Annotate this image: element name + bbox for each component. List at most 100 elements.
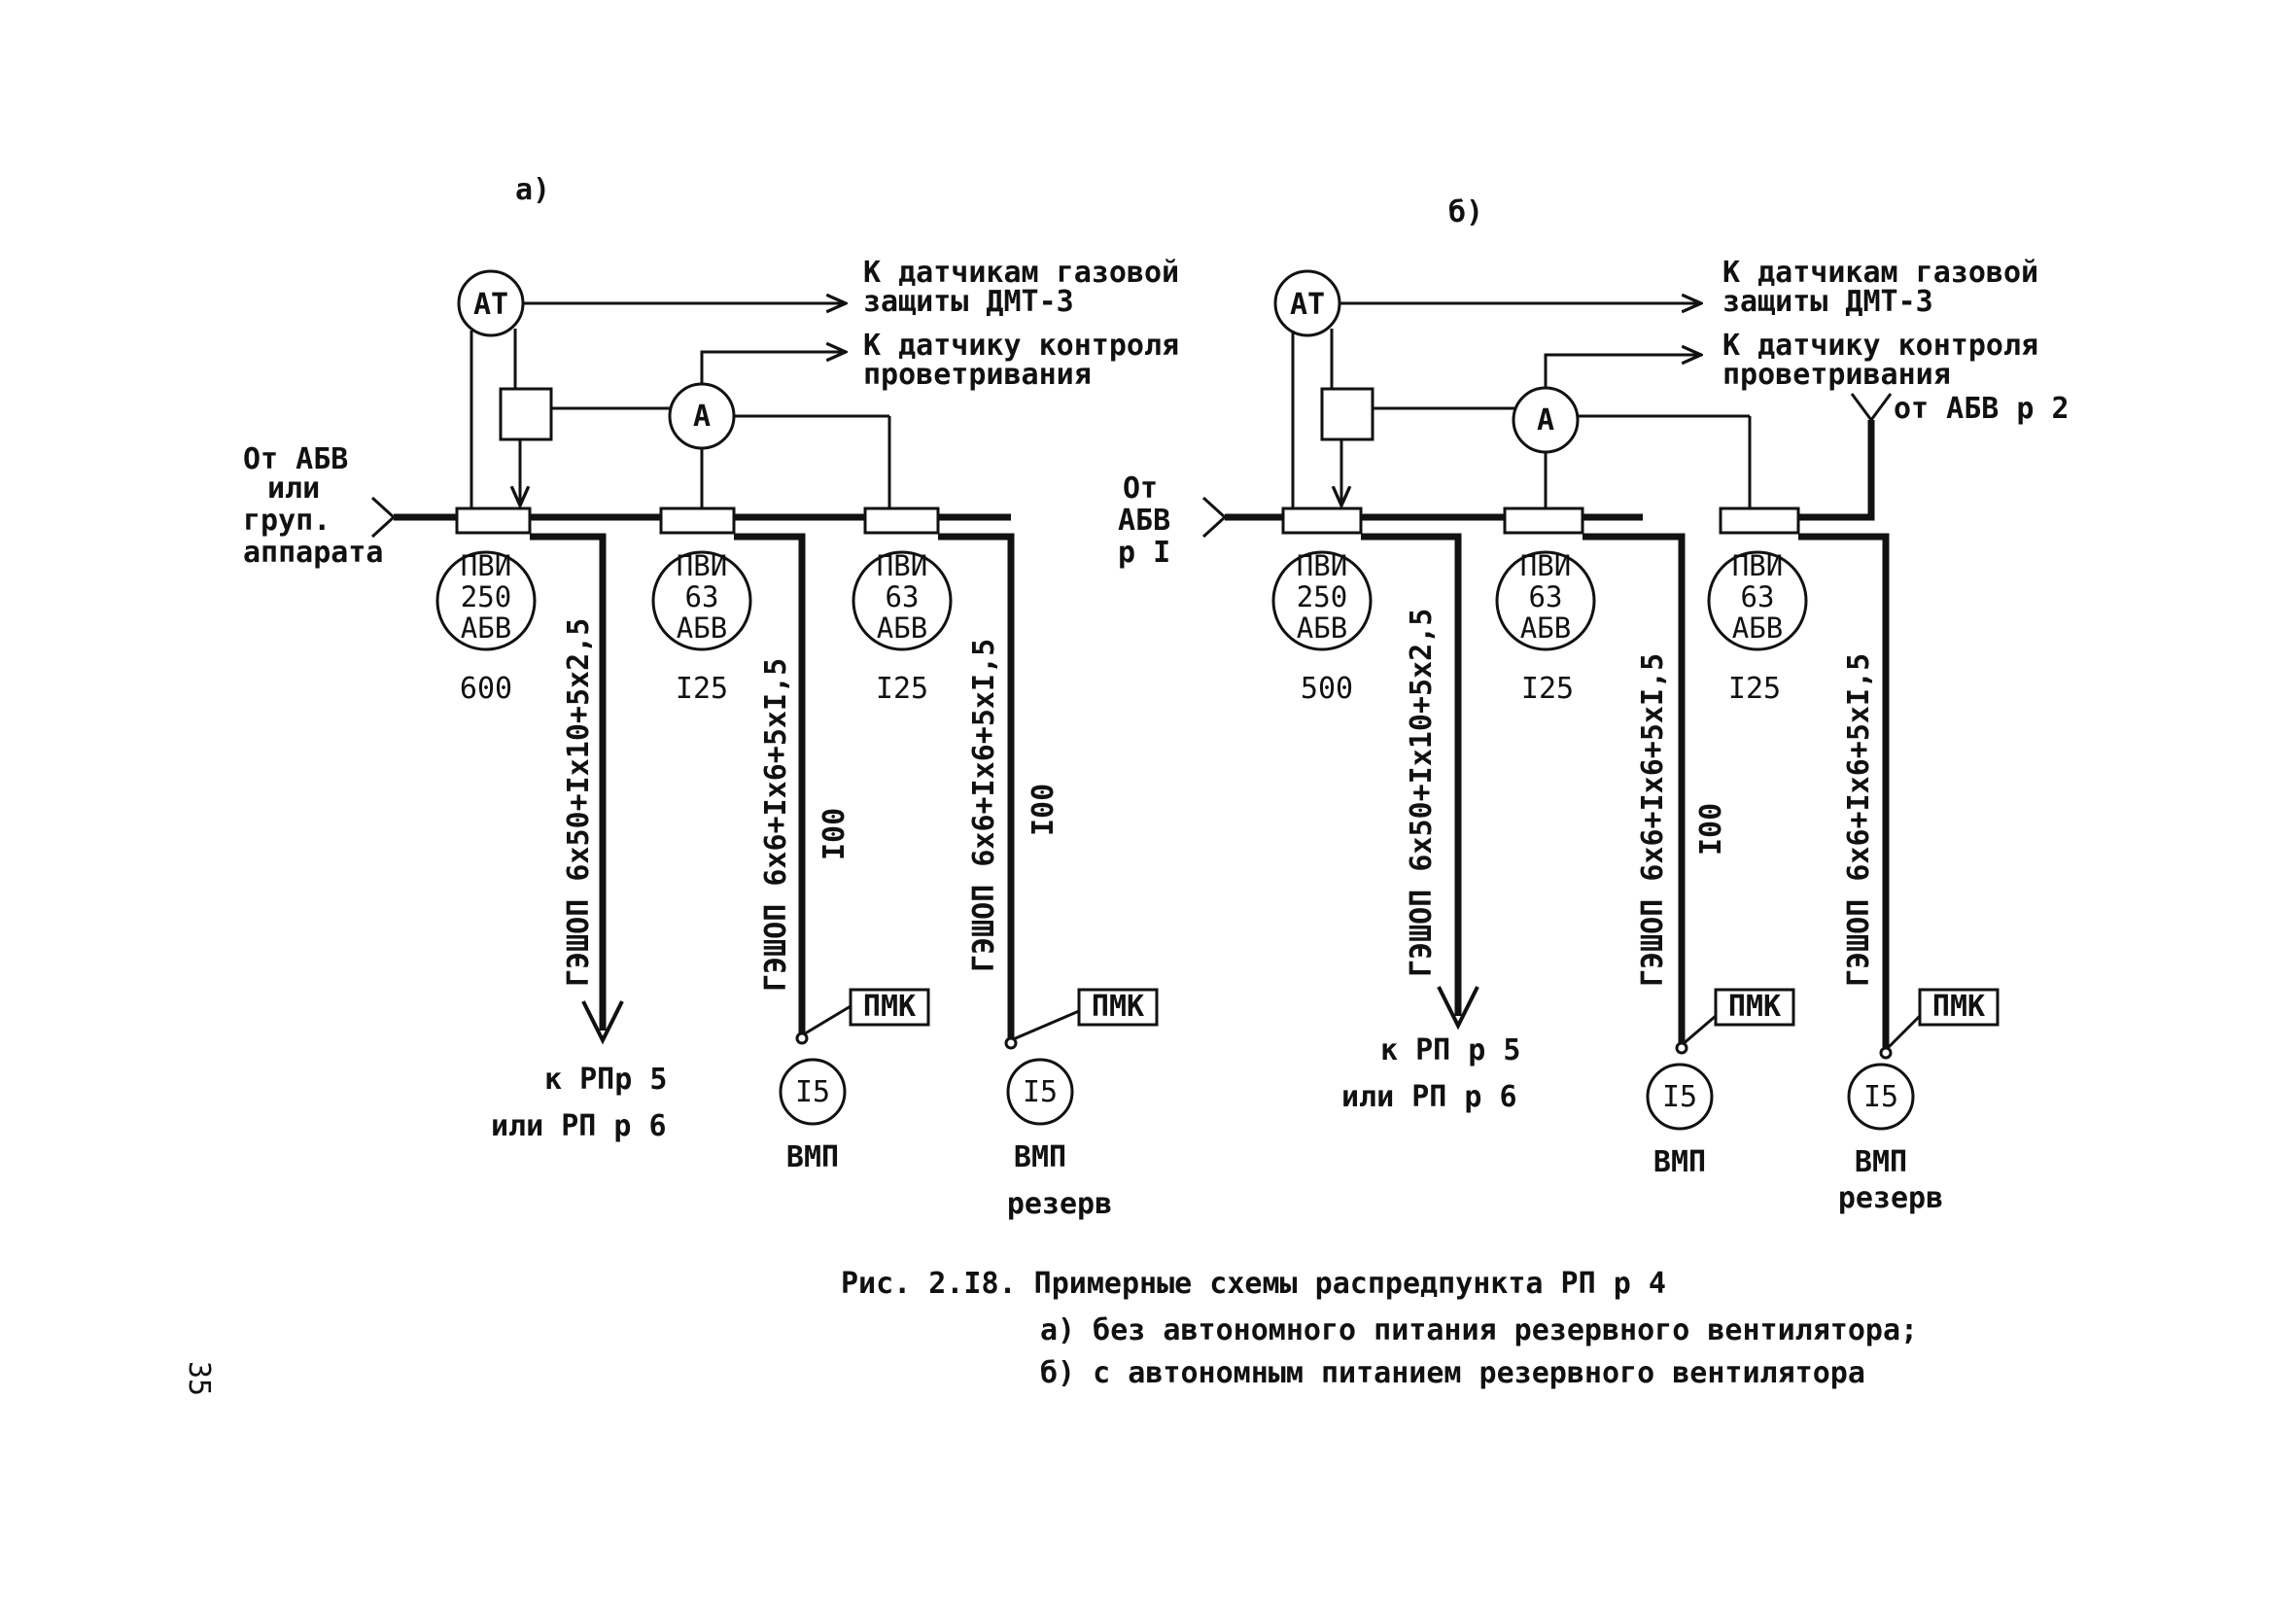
fan-b-2-joint [1879, 1046, 1893, 1060]
pmk-link-1 [801, 1004, 852, 1037]
caption-line-a: а) без автономного питания резервного ве… [1040, 1313, 1918, 1347]
source2-line [1798, 420, 1875, 521]
fan-2-joint [1004, 1036, 1018, 1050]
switch-b-2-line-2: 63 [1529, 580, 1563, 613]
pmk-box-b-1 [1714, 988, 1795, 1027]
vent-sensor-label-b-2: проветривания [1722, 358, 1951, 392]
source-b-line-1: От [1123, 472, 1158, 506]
switch-b-1-line-3: АБВ [1297, 612, 1347, 645]
switch-circle-3 [852, 550, 953, 651]
pmk-box-b-2 [1918, 988, 2000, 1027]
switch-3-line-3: АБВ [877, 612, 927, 645]
cable-main-label-b: ГЭШОП 6х50+Iх10+5х2,5 [1405, 609, 1439, 977]
cable-2-label: ГЭШОП 6х6+Iх6+5хI,5 [759, 658, 793, 992]
pmk-label-2: ПМК [1092, 990, 1144, 1024]
source2-arrow [1850, 393, 1893, 423]
pmk-label-1: ПМК [863, 990, 916, 1024]
switch-b-3-rating: I25 [1728, 672, 1781, 706]
pmk-link-b-2 [1884, 1014, 1922, 1052]
cable-2-label-b: ГЭШОП 6х6+Iх6+5хI,5 [1636, 653, 1670, 987]
switch-2-rating: I25 [676, 672, 728, 706]
dest-b-line-1: к РП р 5 [1380, 1033, 1521, 1067]
fan-2-label: ВМП [1014, 1140, 1066, 1174]
fan-b-2-rating: I5 [1863, 1080, 1898, 1114]
cable-3-line-b [1798, 533, 1890, 1050]
fan-b-1-joint [1675, 1041, 1688, 1055]
switch-1-line-1: ПВИ [461, 549, 511, 582]
fan-b-1-label: ВМП [1653, 1145, 1706, 1179]
switch-circle-2 [651, 550, 752, 651]
fan-1-joint [795, 1031, 809, 1045]
gas-sensor-label-b-1: К датчикам газовой [1722, 256, 2038, 290]
switch-b-3-line-2: 63 [1741, 580, 1775, 613]
dest-line-1: к РПр 5 [544, 1063, 667, 1097]
source2-label: от АБВ р 2 [1894, 392, 2070, 426]
relay-box [499, 387, 553, 441]
diagram-a-tag: а) [515, 173, 550, 207]
source-line-1: От АБВ [243, 442, 348, 476]
cable-2-length-b: I00 [1694, 803, 1728, 856]
caption-line-b: б) с автономным питанием резервного вент… [1040, 1356, 1865, 1390]
vent-sensor-label-b-1: К датчику контроля [1722, 329, 2038, 363]
cable-3-length: I00 [1026, 784, 1061, 836]
cable-main-arrow [581, 1000, 624, 1045]
switch-b-3-line-3: АБВ [1732, 612, 1783, 645]
at-label: АТ [473, 288, 508, 322]
switch-circle-b-1 [1271, 550, 1373, 651]
caption: Рис. 2.I8. Примерные схемы распредпункта… [841, 1267, 1918, 1390]
pmk-box-1 [849, 988, 930, 1027]
fan-b-1-circle [1646, 1063, 1714, 1131]
switch-box-b-2 [1503, 507, 1584, 535]
pmk-label-b-2: ПМК [1932, 990, 1985, 1024]
switch-b-2-line-3: АБВ [1520, 612, 1571, 645]
cable-2-length: I00 [818, 808, 852, 860]
gas-sensor-label-1: К датчикам газовой [863, 256, 1179, 290]
cable-2-line-b [1583, 533, 1686, 1045]
switch-1-line-3: АБВ [461, 612, 511, 645]
diagram-a: а) АТ К датчикам газовой защиты ДМТ-3 А … [243, 173, 1179, 1221]
at-label-b: АТ [1290, 288, 1325, 322]
cable-3-line [938, 533, 1015, 1040]
switch-b-1-line-2: 250 [1297, 580, 1347, 613]
fan-b-1-rating: I5 [1662, 1080, 1697, 1114]
source-line-2: или [267, 472, 320, 506]
switch-b-2-rating: I25 [1521, 672, 1574, 706]
source-b-line-3: р I [1118, 536, 1170, 570]
pmk-box-2 [1077, 988, 1159, 1027]
fan-1-rating: I5 [795, 1075, 830, 1109]
vent-sensor-label-1: К датчику контроля [863, 329, 1179, 363]
diagram-b-tag: б) [1448, 195, 1483, 229]
switch-1-rating: 600 [460, 672, 512, 706]
source-b-line-2: АБВ [1118, 504, 1170, 538]
fan-2-reserve: резерв [1007, 1187, 1112, 1221]
fan-2-rating: I5 [1023, 1075, 1058, 1109]
cable-3-label-b: ГЭШОП 6х6+Iх6+5хI,5 [1842, 653, 1876, 987]
switch-box-b-3 [1719, 507, 1800, 535]
cable-3-label: ГЭШОП 6х6+Iх6+5хI,5 [967, 639, 1001, 972]
gas-sensor-label-b-2: защиты ДМТ-3 [1722, 285, 1933, 319]
page-number: 35 [182, 1361, 216, 1396]
diagram-b: б) АТ К датчикам газовой защиты ДМТ-3 А … [1118, 195, 2070, 1215]
switch-1-line-2: 250 [461, 580, 511, 613]
cable-main-line [530, 533, 607, 1031]
fan-1-label: ВМП [786, 1140, 839, 1174]
source-b-arrow [1201, 496, 1228, 539]
fan-b-2-reserve: резерв [1838, 1181, 1943, 1215]
switch-box-2 [659, 507, 736, 535]
switch-b-1-line-1: ПВИ [1297, 549, 1347, 582]
fan-2-circle [1006, 1058, 1074, 1126]
switch-circle-1 [435, 550, 537, 651]
switch-3-line-2: 63 [886, 580, 920, 613]
vent-sensor-label-2: проветривания [863, 358, 1092, 392]
relay-box-b [1320, 387, 1374, 441]
switch-3-line-1: ПВИ [877, 549, 927, 582]
cable-main-line-b [1361, 533, 1462, 1016]
gas-sensor-label-2: защиты ДМТ-3 [863, 285, 1074, 319]
switch-box-3 [863, 507, 940, 535]
vent-sensor-arrow [700, 352, 846, 384]
switch-2-line-1: ПВИ [677, 549, 727, 582]
vent-sensor-arrow-b [1544, 355, 1701, 388]
switch-2-line-2: 63 [685, 580, 719, 613]
switch-b-2-line-1: ПВИ [1520, 549, 1571, 582]
